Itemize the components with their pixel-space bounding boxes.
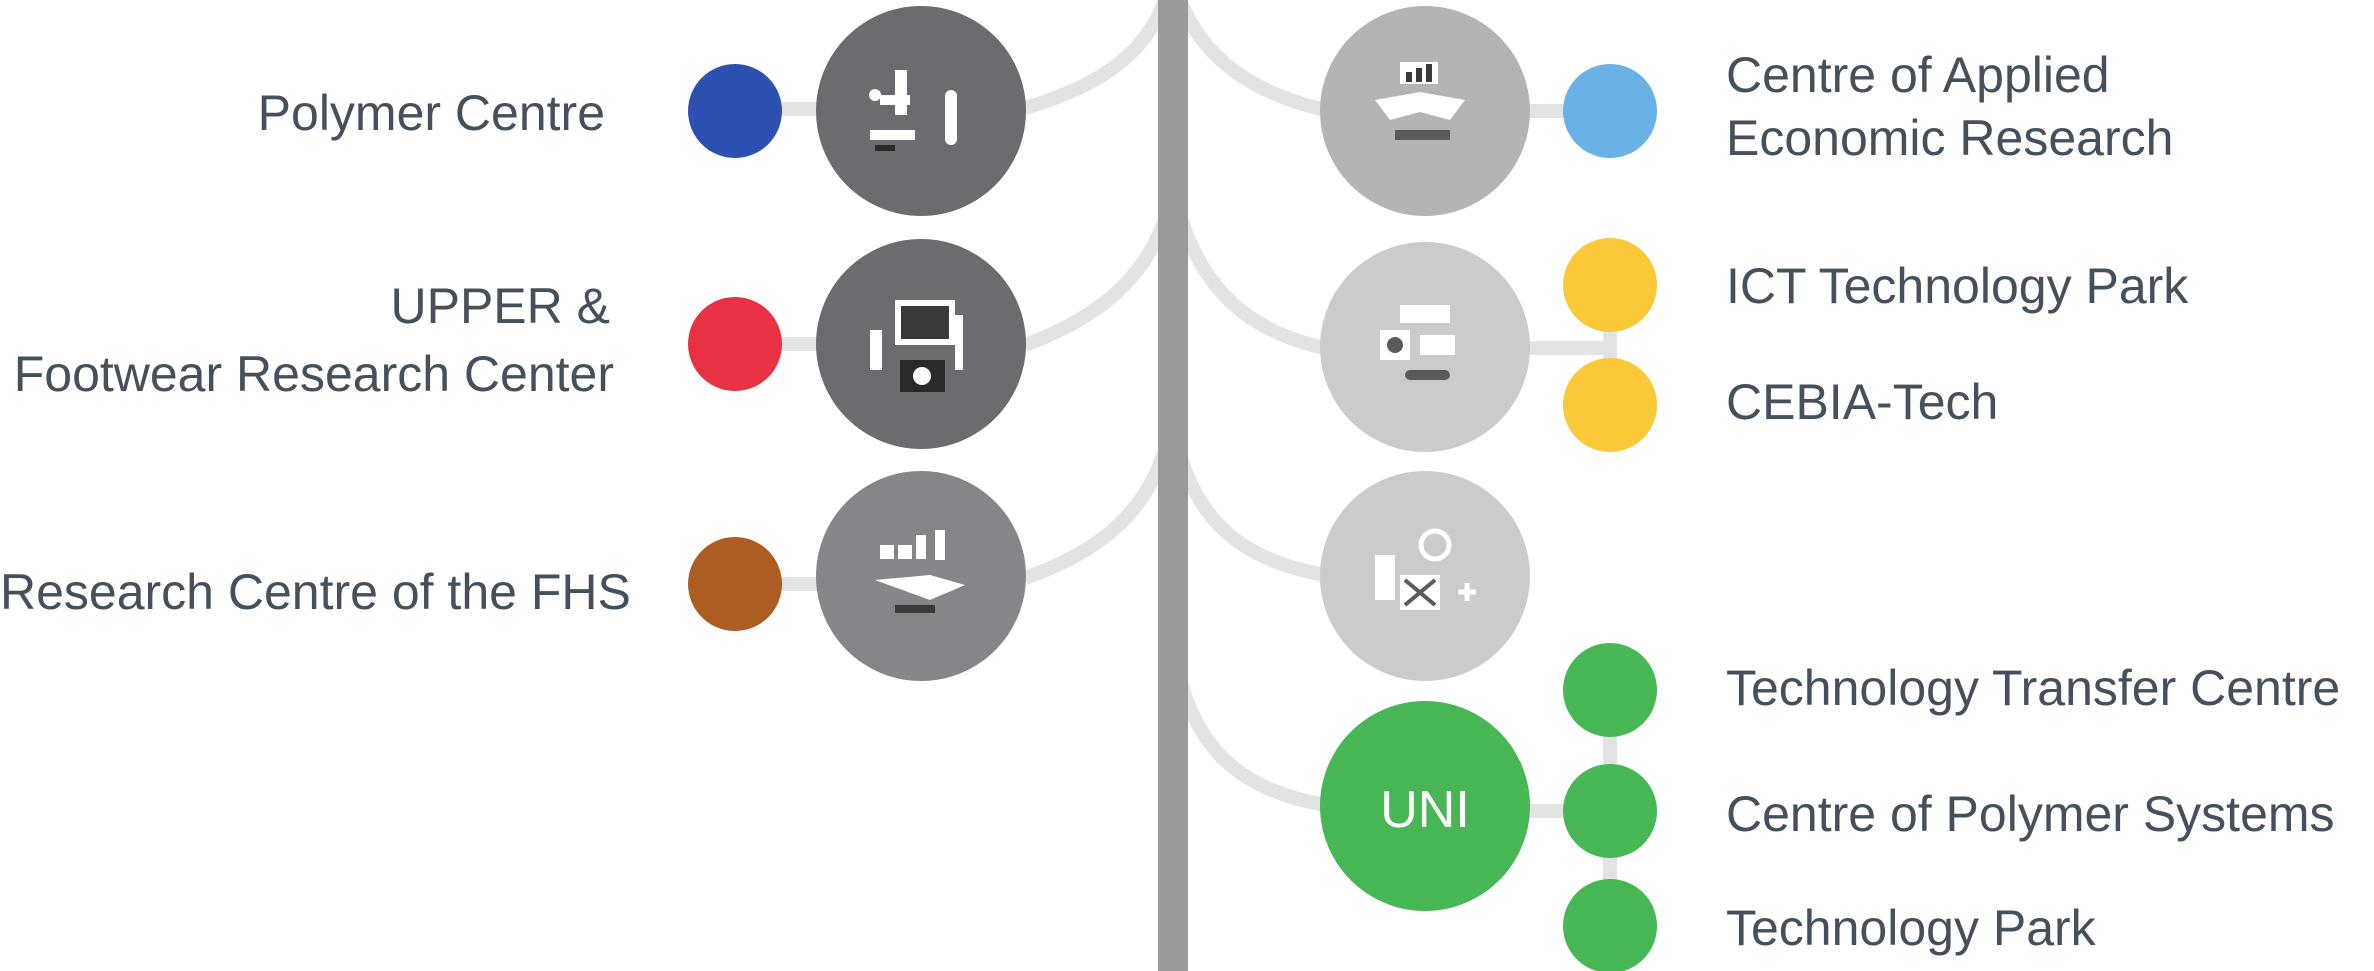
branch-right-1 (1173, 0, 1327, 117)
label-applied-economic-line1: Centre of Applied (1726, 47, 2110, 103)
branch-left-3 (1022, 447, 1172, 585)
dot-ict-park (1563, 238, 1657, 332)
branch-right-4 (1173, 678, 1327, 812)
branch-left-1 (1023, 0, 1172, 115)
lab-flask-microscope-icon (869, 70, 957, 151)
computer-camera-icon (870, 300, 963, 392)
dot-technology-park (1563, 879, 1657, 971)
handshake-chart-icon (1375, 62, 1465, 140)
branch-right-2 (1173, 212, 1327, 355)
dot-polymer-centre (688, 64, 782, 158)
label-fhs: Research Centre of the FHS (0, 564, 631, 620)
branch-left-2 (1022, 217, 1172, 352)
label-ict-park: ICT Technology Park (1726, 258, 2189, 314)
label-cebia-tech: CEBIA-Tech (1726, 374, 1999, 430)
medical-device-icon (1375, 528, 1476, 610)
dot-upper (688, 297, 782, 391)
uni-label: UNI (1380, 781, 1470, 839)
label-applied-economic-line2: Economic Research (1726, 110, 2174, 166)
circuit-robot-icon (1380, 305, 1455, 380)
handshake-factory-icon (875, 530, 965, 613)
label-upper-line1: UPPER & (390, 278, 610, 334)
dot-fhs (688, 537, 782, 631)
trunk (1158, 0, 1188, 971)
dot-cebia-tech (1563, 358, 1657, 452)
branch-right-3 (1173, 452, 1327, 582)
label-upper-line2: Footwear Research Center (13, 346, 614, 402)
label-technology-park: Technology Park (1726, 900, 2096, 956)
node-uni (1320, 701, 1530, 911)
dot-applied-economic (1563, 64, 1657, 158)
dot-technology-transfer (1563, 643, 1657, 737)
dot-polymer-systems (1563, 764, 1657, 858)
label-technology-transfer: Technology Transfer Centre (1726, 660, 2341, 716)
label-polymer-systems: Centre of Polymer Systems (1726, 786, 2335, 842)
node-polymer-centre (816, 6, 1026, 216)
label-polymer-centre: Polymer Centre (257, 85, 605, 141)
